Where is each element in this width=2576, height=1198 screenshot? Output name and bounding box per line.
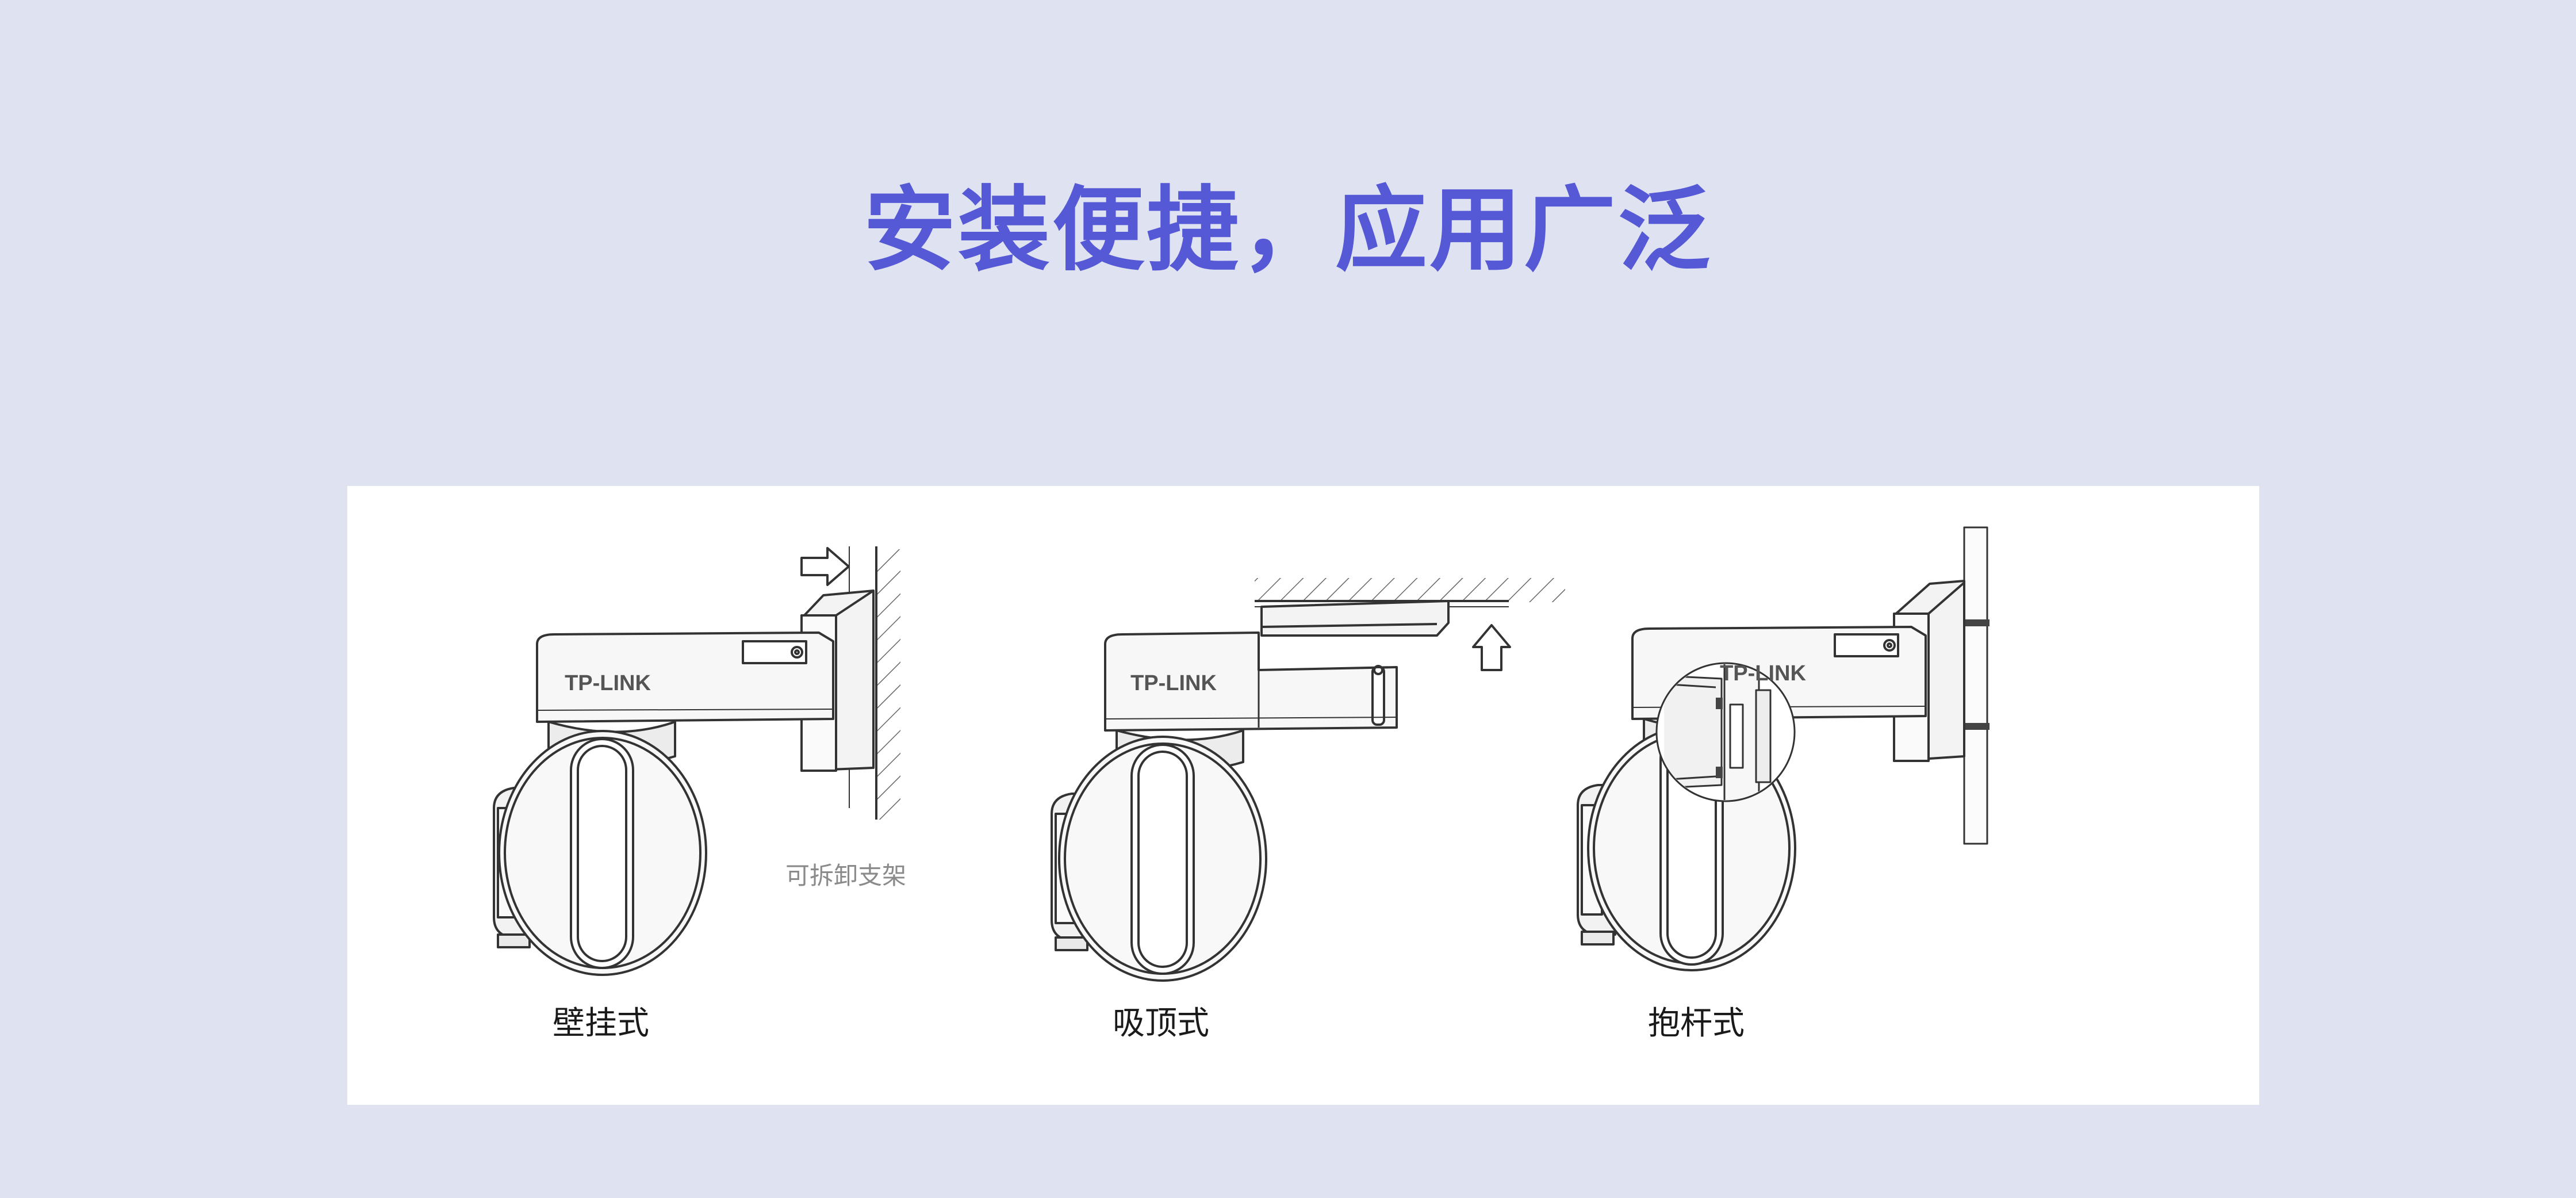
brand-logo-3: TP-LINK bbox=[1720, 661, 1806, 686]
pole-mount-camera bbox=[1577, 526, 1989, 971]
caption-pole-mount: 抱杆式 bbox=[1648, 1005, 1745, 1042]
brand-logo-2: TP-LINK bbox=[1130, 671, 1217, 695]
page-title: 安装便捷，应用广泛 bbox=[863, 176, 1712, 284]
caption-wall-mount: 壁挂式 bbox=[553, 1005, 649, 1042]
illustration-panel: TP-LINK bbox=[347, 486, 2259, 1105]
mounting-illustrations: TP-LINK bbox=[493, 526, 1989, 982]
brand-logo-1: TP-LINK bbox=[565, 671, 651, 695]
wall-mount-camera bbox=[493, 546, 900, 976]
ceiling-mount-camera bbox=[1051, 578, 1565, 982]
detachable-bracket-note: 可拆卸支架 bbox=[785, 862, 907, 890]
caption-ceiling-mount: 吸顶式 bbox=[1113, 1005, 1209, 1042]
